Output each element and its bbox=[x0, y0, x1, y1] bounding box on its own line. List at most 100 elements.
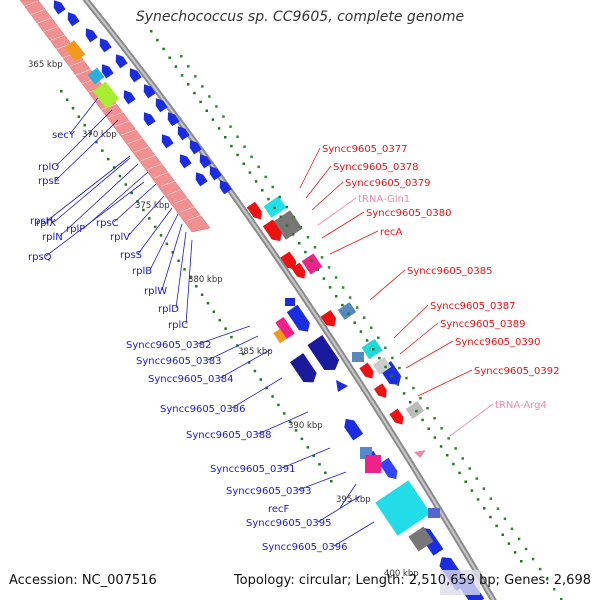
gene-syncc9605-0380 bbox=[262, 219, 282, 242]
reverse-gene-arrow bbox=[199, 154, 212, 169]
reverse-gene-arrow bbox=[123, 90, 136, 105]
gene-label-reverse: rplV bbox=[110, 232, 130, 243]
rrna-segment-divider bbox=[180, 205, 197, 213]
label-leader-line bbox=[329, 230, 379, 255]
gene-syncc9605-0390 bbox=[359, 362, 374, 379]
outer-track-dot bbox=[285, 205, 289, 209]
rrna-segment-divider bbox=[21, 0, 39, 8]
outer-track-dot bbox=[327, 266, 331, 269]
label-leader-line bbox=[53, 157, 131, 223]
outer-track-dot bbox=[271, 185, 274, 189]
gc-content-dot bbox=[322, 277, 326, 280]
gc-skew-dot bbox=[247, 361, 251, 364]
outer-track-dot bbox=[236, 135, 239, 138]
rrna-segment-divider bbox=[174, 197, 191, 204]
gc-skew-dot bbox=[195, 285, 198, 288]
label-leader-line bbox=[59, 163, 139, 237]
tick-label: 370 kbp bbox=[82, 130, 117, 140]
gene-forward-small bbox=[291, 262, 306, 279]
gene-forward-small-2 bbox=[373, 383, 387, 398]
tick-label: 380 kbp bbox=[188, 275, 223, 285]
gc-content-dot bbox=[513, 551, 517, 554]
gc-content-dot bbox=[347, 312, 350, 316]
gene-label-reverse: Syncc9605_0388 bbox=[186, 430, 272, 441]
outer-track-dot bbox=[299, 225, 303, 229]
label-leader-line bbox=[69, 97, 99, 135]
gene-label-reverse: Syncc9605_0391 bbox=[210, 464, 296, 475]
reverse-gene-arrow bbox=[167, 112, 180, 127]
label-leader-line bbox=[297, 471, 347, 491]
gc-skew-dot bbox=[130, 191, 133, 195]
gene-label-forward: Syncc9605_0385 bbox=[407, 266, 493, 277]
gc-skew-dot bbox=[212, 310, 216, 313]
feature-grey-small-2 bbox=[405, 401, 425, 419]
gc-skew-dot bbox=[71, 106, 75, 110]
gc-skew-dot bbox=[206, 301, 210, 305]
genome-title: Synechococcus sp. CC9605, complete genom… bbox=[135, 9, 465, 25]
label-leader-line bbox=[197, 325, 251, 345]
gc-content-dot bbox=[501, 533, 504, 536]
gc-content-dot bbox=[520, 560, 523, 563]
gc-skew-dot bbox=[277, 403, 280, 407]
reverse-gene-arrow bbox=[155, 98, 168, 113]
gene-label-reverse: recF bbox=[268, 504, 290, 515]
tick-label: 390 kbp bbox=[288, 421, 323, 431]
gc-content-dot bbox=[180, 74, 184, 77]
rrna-segment-divider bbox=[114, 120, 131, 127]
outer-track-dot bbox=[503, 517, 507, 521]
gene-label-forward: tRNA-Gln1 bbox=[358, 194, 410, 205]
outer-track-dot bbox=[201, 85, 204, 88]
tick-label: 365 kbp bbox=[28, 60, 63, 70]
gene-label-forward: Syncc9605_0389 bbox=[440, 319, 526, 330]
gene-label-reverse: rpsC bbox=[96, 218, 119, 229]
rrna-segment-divider bbox=[68, 60, 85, 68]
gene-label-reverse: rplN bbox=[42, 232, 63, 243]
gc-content-dot bbox=[310, 259, 313, 263]
gene-label-reverse: Syncc9605_0383 bbox=[136, 356, 222, 367]
outer-track-dot bbox=[377, 336, 380, 340]
reverse-gene-arrow bbox=[177, 126, 190, 141]
gc-content-dot bbox=[390, 374, 393, 377]
gc-skew-dot bbox=[60, 90, 63, 93]
rrna-segment-divider bbox=[54, 43, 72, 50]
gc-content-dot bbox=[378, 356, 381, 360]
gc-content-dot bbox=[365, 339, 369, 342]
label-leader-line bbox=[83, 171, 149, 229]
gc-content-dot bbox=[156, 38, 159, 42]
gene-label-reverse: rpsH bbox=[30, 216, 53, 227]
label-leader-line bbox=[127, 195, 165, 237]
gene-label-reverse: rpsQ bbox=[28, 252, 52, 263]
outer-track-dot bbox=[538, 567, 542, 571]
gene-label-forward: tRNA-Arg4 bbox=[495, 400, 547, 411]
gene-label-reverse: secY bbox=[52, 130, 76, 141]
gene-syncc9605-0382 bbox=[286, 304, 310, 332]
outer-track-dot bbox=[320, 256, 324, 259]
gc-skew-dot bbox=[142, 208, 145, 212]
gc-skew-dot bbox=[294, 429, 298, 432]
gc-content-dot bbox=[279, 215, 282, 218]
gc-skew-dot bbox=[106, 157, 110, 161]
label-leader-line bbox=[219, 349, 271, 379]
gc-skew-dot bbox=[271, 395, 274, 398]
gc-skew-dot bbox=[101, 149, 104, 152]
genome-summary-text: Topology: circular; Length: 2,510,659 bp… bbox=[233, 573, 591, 588]
outer-track-dot bbox=[398, 366, 401, 370]
gene-syncc9605-0392 bbox=[389, 408, 404, 425]
outer-track-dot bbox=[433, 417, 436, 420]
gene-label-reverse: rpsS bbox=[120, 250, 142, 261]
reverse-small-gene-2 bbox=[336, 380, 348, 392]
gene-label-reverse: Syncc9605_0386 bbox=[160, 404, 246, 415]
label-leader-line bbox=[311, 181, 344, 211]
label-leader-line bbox=[399, 322, 439, 355]
outer-track-dot bbox=[560, 598, 563, 600]
gc-skew-dot bbox=[118, 174, 122, 178]
rrna-operon-bar bbox=[19, 0, 211, 233]
gc-content-dot bbox=[298, 242, 301, 245]
gc-skew-dot bbox=[136, 200, 139, 203]
gene-syncc9605-0385 bbox=[320, 310, 337, 327]
rrna-segment-divider bbox=[187, 214, 204, 221]
gc-content-dot bbox=[267, 197, 270, 201]
gc-content-dot bbox=[495, 524, 498, 528]
gc-content-dot bbox=[248, 171, 252, 174]
gc-skew-dot bbox=[300, 437, 304, 441]
